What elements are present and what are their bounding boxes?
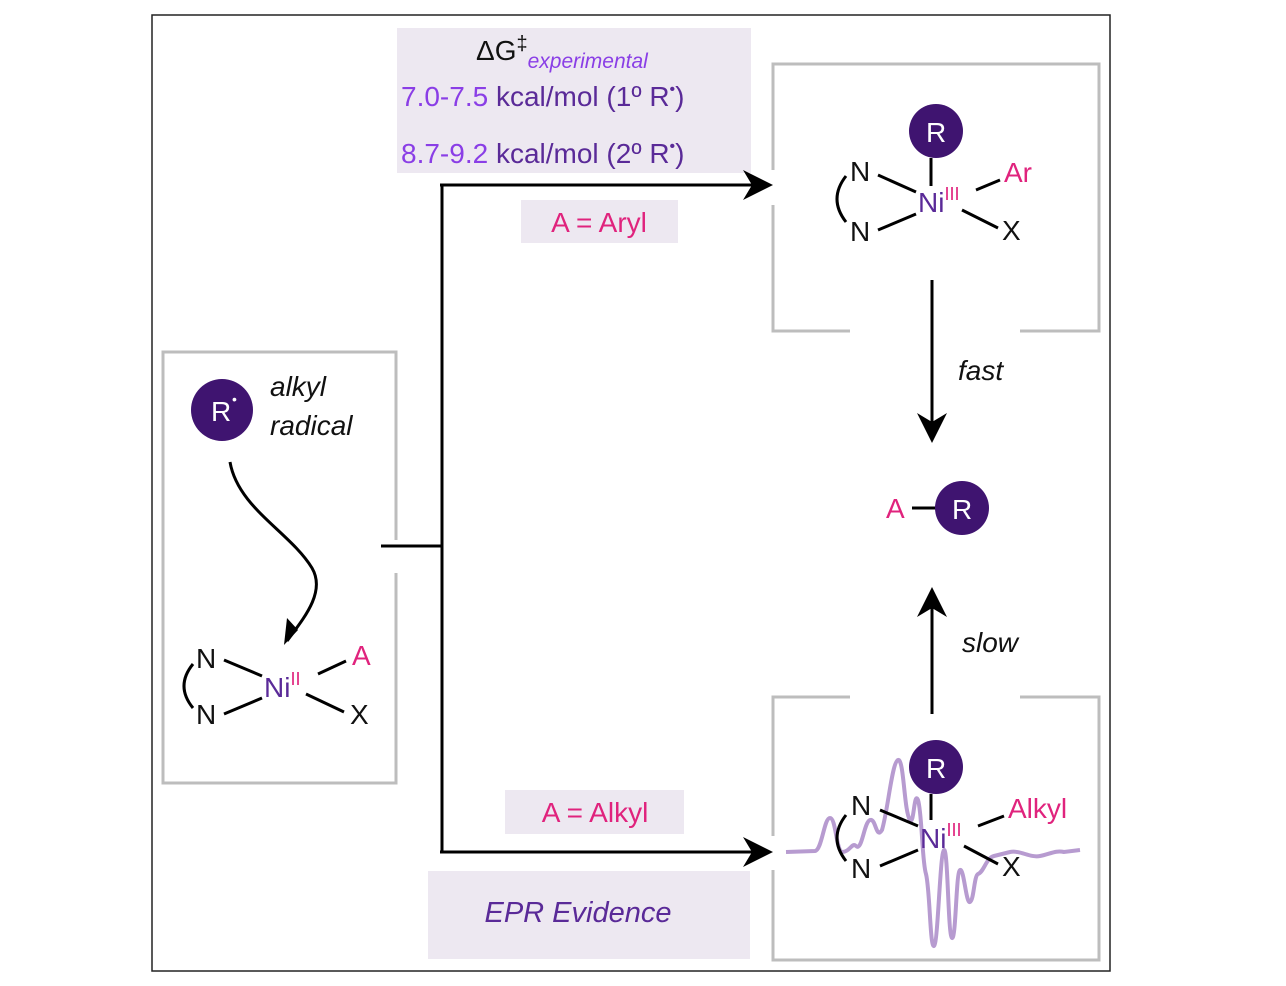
delta-g-text: ΔG xyxy=(476,35,516,66)
alkyl-condition: A = Alkyl xyxy=(542,797,649,828)
top-product-bracket xyxy=(771,62,1101,333)
top-r-circle xyxy=(909,104,963,158)
product-group-a: A xyxy=(886,493,905,524)
bottom-r-letter: R xyxy=(926,753,946,784)
radical-dot: • xyxy=(232,391,237,407)
start-bidentate-arc xyxy=(182,663,195,709)
primary-radical-dot: • xyxy=(670,81,676,98)
radical-text: radical xyxy=(270,410,353,441)
start-oxidation: II xyxy=(290,669,300,689)
start-bond-x xyxy=(305,692,345,714)
secondary-range: 8.7-9.2 xyxy=(401,138,488,169)
fast-label: fast xyxy=(958,355,1004,386)
bottom-product-bracket-right xyxy=(771,695,1101,962)
energy-title: ΔG‡experimental xyxy=(476,33,649,73)
bottom-bond-n2 xyxy=(879,848,919,868)
product-r-letter: R xyxy=(952,494,972,525)
aryl-condition-bg xyxy=(521,200,678,243)
start-bracket xyxy=(161,350,398,785)
start-metal: NiII xyxy=(264,669,300,703)
top-bond-ar xyxy=(975,178,1001,192)
bottom-ni: Ni xyxy=(920,823,946,854)
radical-attack-arrowhead xyxy=(284,618,298,645)
start-n-bottom: N xyxy=(196,699,216,730)
primary-close-paren: ) xyxy=(675,81,684,112)
top-ni: Ni xyxy=(918,187,944,218)
epr-evidence: EPR Evidence xyxy=(485,897,672,929)
secondary-radical-dot: • xyxy=(670,138,676,155)
start-group-x: X xyxy=(350,699,369,730)
bottom-product-bracket xyxy=(771,695,850,836)
top-n-bottom: N xyxy=(850,216,870,247)
top-bond-n1 xyxy=(877,173,917,194)
bottom-bond-n1 xyxy=(879,808,919,828)
bottom-group-alkyl: Alkyl xyxy=(1008,793,1067,824)
top-bond-x xyxy=(961,208,999,230)
figure-frame xyxy=(151,14,1111,972)
secondary-close-paren: ) xyxy=(675,138,684,169)
radical-attack-arrow xyxy=(228,461,318,642)
energy-secondary-line: 8.7-9.2 kcal/mol (2º R•) xyxy=(401,138,684,169)
top-product-bracket-lower xyxy=(771,205,850,333)
start-ni: Ni xyxy=(264,672,290,703)
top-bidentate-arc xyxy=(835,175,848,223)
bottom-metal: NiIII xyxy=(920,820,961,854)
bottom-bond-x xyxy=(963,844,999,866)
top-n-top: N xyxy=(850,156,870,187)
top-group-x: X xyxy=(1002,215,1021,246)
start-bond-a xyxy=(317,659,347,676)
bottom-bidentate-arc xyxy=(835,814,848,862)
energy-primary-line: 7.0-7.5 kcal/mol (1º R•) xyxy=(401,81,684,112)
radical-letter: R xyxy=(211,396,231,427)
top-r-letter: R xyxy=(926,117,946,148)
top-group-ar: Ar xyxy=(1004,157,1032,188)
bottom-n-top: N xyxy=(851,790,871,821)
bottom-n-bottom: N xyxy=(851,853,871,884)
epr-spectrum-trace xyxy=(785,757,1081,949)
start-bond-n1 xyxy=(223,658,263,678)
slow-label: slow xyxy=(962,627,1020,658)
alkyl-text: alkyl xyxy=(270,371,327,402)
product-r-circle xyxy=(935,481,989,535)
alkyl-condition-bg xyxy=(505,790,684,834)
top-metal: NiIII xyxy=(918,184,959,218)
primary-unit: kcal/mol (1º R xyxy=(496,81,670,112)
bottom-group-x: X xyxy=(1002,851,1021,882)
bottom-bond-alkyl xyxy=(977,814,1005,828)
epr-evidence-bg xyxy=(428,871,750,959)
top-oxidation: III xyxy=(944,184,959,204)
radical-circle xyxy=(191,379,253,441)
double-dagger-text: ‡ xyxy=(516,33,527,55)
bottom-oxidation: III xyxy=(946,820,961,840)
energy-label-bg xyxy=(397,28,751,173)
start-n-top: N xyxy=(196,643,216,674)
secondary-unit: kcal/mol (2º R xyxy=(496,138,670,169)
top-bond-n2 xyxy=(877,212,917,232)
experimental-subscript: experimental xyxy=(528,50,650,73)
bottom-r-circle xyxy=(909,740,963,794)
primary-range: 7.0-7.5 xyxy=(401,81,488,112)
start-group-a: A xyxy=(352,640,371,671)
aryl-condition: A = Aryl xyxy=(551,207,647,238)
start-bond-n2 xyxy=(223,696,263,716)
